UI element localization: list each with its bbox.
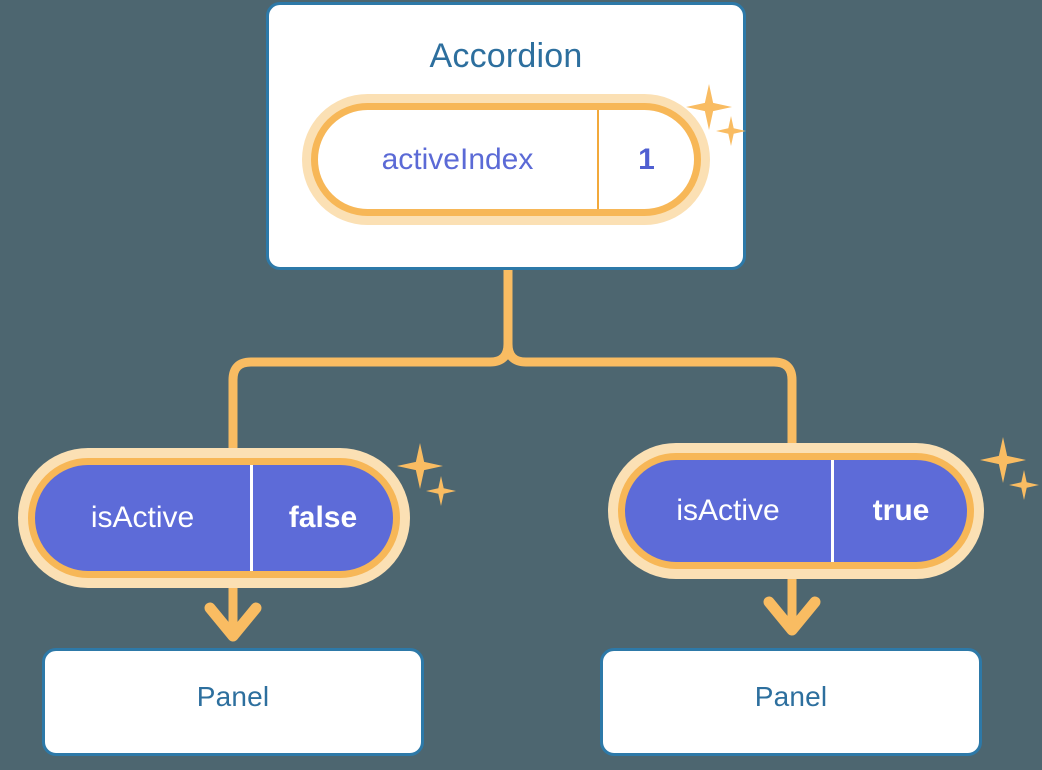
state-pill-isactive-right[interactable]: isActive true bbox=[608, 443, 984, 579]
connector-tree-path-right bbox=[503, 339, 797, 460]
state-pill-isactive-left[interactable]: isActive false bbox=[18, 448, 410, 588]
state-key-label: activeIndex bbox=[318, 110, 599, 209]
component-card-panel-left[interactable]: Panel bbox=[42, 648, 424, 756]
state-value-label: true bbox=[872, 494, 930, 527]
sparkle-small-icon bbox=[426, 476, 456, 506]
sparkle-large-icon bbox=[397, 443, 443, 489]
pill-body: activeIndex 1 bbox=[311, 103, 701, 216]
state-key-label: isActive bbox=[625, 460, 834, 562]
sparkle-small-icon bbox=[1009, 470, 1039, 500]
accordion-title: Accordion bbox=[429, 37, 583, 75]
sparkle-large-icon bbox=[980, 437, 1026, 483]
component-card-panel-right[interactable]: Panel bbox=[600, 648, 982, 756]
state-pill-activeindex[interactable]: activeIndex 1 bbox=[302, 94, 710, 225]
connector-tree-path bbox=[228, 265, 513, 463]
panel-title: Panel bbox=[196, 681, 270, 712]
state-key-label: isActive bbox=[35, 465, 253, 571]
arrow-head-left bbox=[204, 602, 262, 642]
arrow-head-right bbox=[763, 596, 821, 636]
pill-body: isActive false bbox=[28, 458, 400, 578]
state-value-label: false bbox=[288, 501, 358, 534]
sparkle-group-right bbox=[980, 437, 1042, 517]
pill-body: isActive true bbox=[618, 453, 974, 569]
state-value-label: 1 bbox=[638, 142, 655, 176]
panel-title: Panel bbox=[754, 681, 828, 712]
